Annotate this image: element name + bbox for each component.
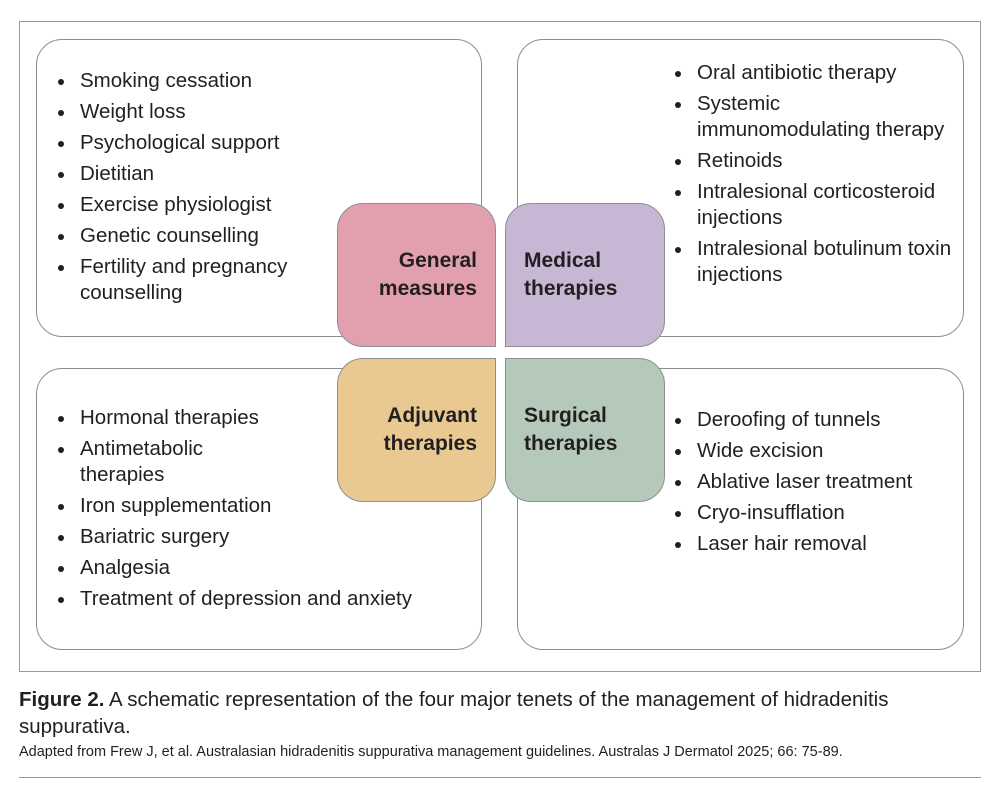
adjuvant-therapies-box: Adjuvant therapies <box>337 358 496 502</box>
title-line: therapies <box>383 432 477 455</box>
medical-therapies-box: Medical therapies <box>505 203 665 347</box>
surgical-therapies-title: Surgical therapies <box>524 402 617 458</box>
bottom-divider <box>19 777 981 778</box>
caption-text: A schematic representation of the four m… <box>19 688 889 738</box>
list-item: Systemic immunomodulating therapy <box>675 91 955 143</box>
list-item: Analgesia <box>58 555 473 581</box>
source-citation: Adapted from Frew J, et al. Australasian… <box>19 744 843 760</box>
surgical-therapies-box: Surgical therapies <box>505 358 665 502</box>
title-line: Surgical <box>524 404 607 427</box>
general-measures-box: General measures <box>337 203 496 347</box>
list-item: Antimetabolic therapies <box>58 436 248 488</box>
medical-therapies-list: Oral antibiotic therapy Systemic immunom… <box>675 60 955 293</box>
surgical-therapies-list: Deroofing of tunnels Wide excision Ablat… <box>675 407 955 562</box>
title-line: therapies <box>524 432 618 455</box>
figure-caption: Figure 2. A schematic representation of … <box>19 686 981 740</box>
list-item: Psychological support <box>58 130 358 156</box>
list-item: Genetic counselling <box>58 223 358 249</box>
adjuvant-therapies-list: Hormonal therapies Antimetabolic therapi… <box>58 405 473 617</box>
list-item: Retinoids <box>675 148 955 174</box>
list-item: Laser hair removal <box>675 531 955 557</box>
general-measures-title: General measures <box>379 247 477 303</box>
list-item: Bariatric surgery <box>58 524 473 550</box>
medical-therapies-title: Medical therapies <box>524 247 617 303</box>
list-item: Hormonal therapies <box>58 405 473 431</box>
general-measures-list: Smoking cessation Weight loss Psychologi… <box>58 68 358 311</box>
list-item: Ablative laser treatment <box>675 469 955 495</box>
list-item: Weight loss <box>58 99 358 125</box>
list-item: Dietitian <box>58 161 358 187</box>
list-item: Wide excision <box>675 438 955 464</box>
title-line: measures <box>378 277 477 300</box>
title-line: General <box>398 249 477 272</box>
list-item: Exercise physiologist <box>58 192 358 218</box>
list-item: Intralesional botulinum toxin injections <box>675 236 955 288</box>
list-item: Treatment of depression and anxiety <box>58 586 473 612</box>
title-line: Medical <box>524 249 602 272</box>
list-item: Deroofing of tunnels <box>675 407 955 433</box>
list-item: Oral antibiotic therapy <box>675 60 955 86</box>
title-line: Adjuvant <box>387 404 477 427</box>
list-item: Iron supplementation <box>58 493 473 519</box>
figure-label: Figure 2. <box>19 688 105 711</box>
title-line: therapies <box>524 277 618 300</box>
list-item: Fertility and pregnancy counselling <box>58 254 358 306</box>
list-item: Cryo-insufflation <box>675 500 955 526</box>
list-item: Intralesional corticosteroid injections <box>675 179 955 231</box>
list-item: Smoking cessation <box>58 68 358 94</box>
adjuvant-therapies-title: Adjuvant therapies <box>384 402 477 458</box>
